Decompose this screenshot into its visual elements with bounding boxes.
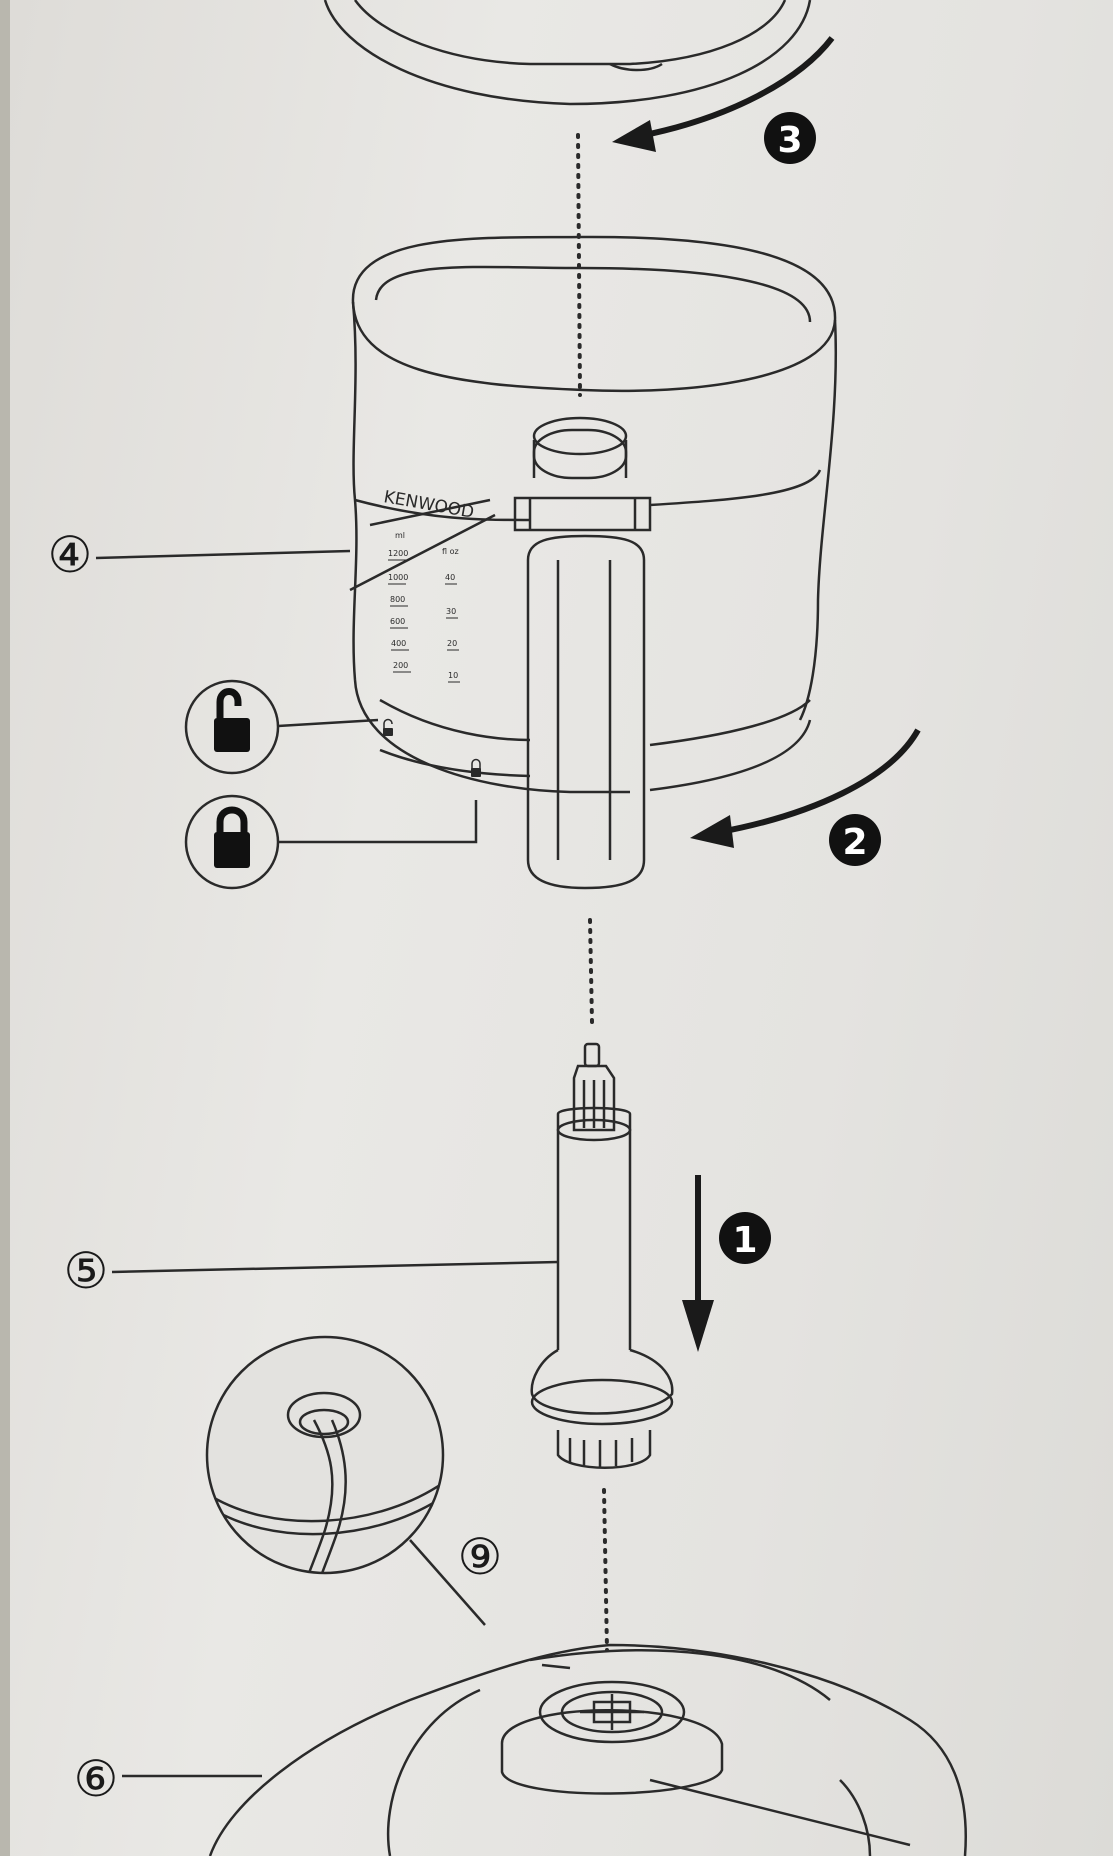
brand-label: KENWOOD — [382, 487, 475, 523]
callout-number: ⑥ — [74, 1750, 119, 1808]
alignment-line — [576, 133, 609, 1652]
step-badge-2: 2 — [829, 814, 881, 866]
rotate-arrow-2 — [690, 728, 921, 848]
ml-mark: 600 — [390, 617, 405, 626]
callout-number: ④ — [48, 526, 93, 584]
callout-9: ⑨ — [458, 1528, 503, 1586]
manual-page: KENWOOD ml fl oz 1200 1000 800 600 400 2… — [10, 0, 1113, 1856]
oz-mark: 40 — [445, 573, 455, 582]
ml-mark: 1000 — [388, 573, 408, 582]
cord-detail-zoom — [205, 1335, 486, 1626]
callout-6: ⑥ — [74, 1750, 262, 1808]
processor-bowl — [349, 235, 838, 890]
bowl-lock-mark — [471, 758, 481, 777]
ml-mark: 800 — [390, 595, 405, 604]
callout-number: ⑤ — [64, 1242, 109, 1300]
callout-4: ④ — [48, 526, 351, 584]
step-number: 1 — [732, 1220, 757, 1261]
ml-mark: 400 — [391, 639, 406, 648]
down-arrow-1 — [682, 1175, 714, 1352]
lid — [323, 0, 812, 106]
step-badge-3: 3 — [764, 112, 816, 164]
bowl-unlock-mark — [383, 718, 393, 736]
step-number: 3 — [777, 120, 802, 161]
unlock-icon — [184, 679, 379, 775]
callout-number: ⑨ — [458, 1528, 503, 1586]
lock-icon — [184, 794, 478, 890]
rotate-arrow-3 — [612, 36, 835, 152]
assembly-diagram: KENWOOD ml fl oz 1200 1000 800 600 400 2… — [48, 0, 967, 1856]
oz-mark: 20 — [447, 639, 457, 648]
step-badge-1: 1 — [719, 1212, 771, 1264]
ml-mark: 200 — [393, 661, 408, 670]
ml-mark: 1200 — [388, 549, 408, 558]
callout-5: ⑤ — [64, 1242, 559, 1300]
oz-scale-header: fl oz — [442, 547, 459, 556]
motor-base — [208, 1643, 967, 1856]
ml-scale-header: ml — [395, 531, 405, 540]
step-number: 2 — [842, 822, 867, 863]
oz-mark: 30 — [446, 607, 456, 616]
drive-shaft — [530, 1042, 674, 1469]
oz-mark: 10 — [448, 671, 458, 680]
